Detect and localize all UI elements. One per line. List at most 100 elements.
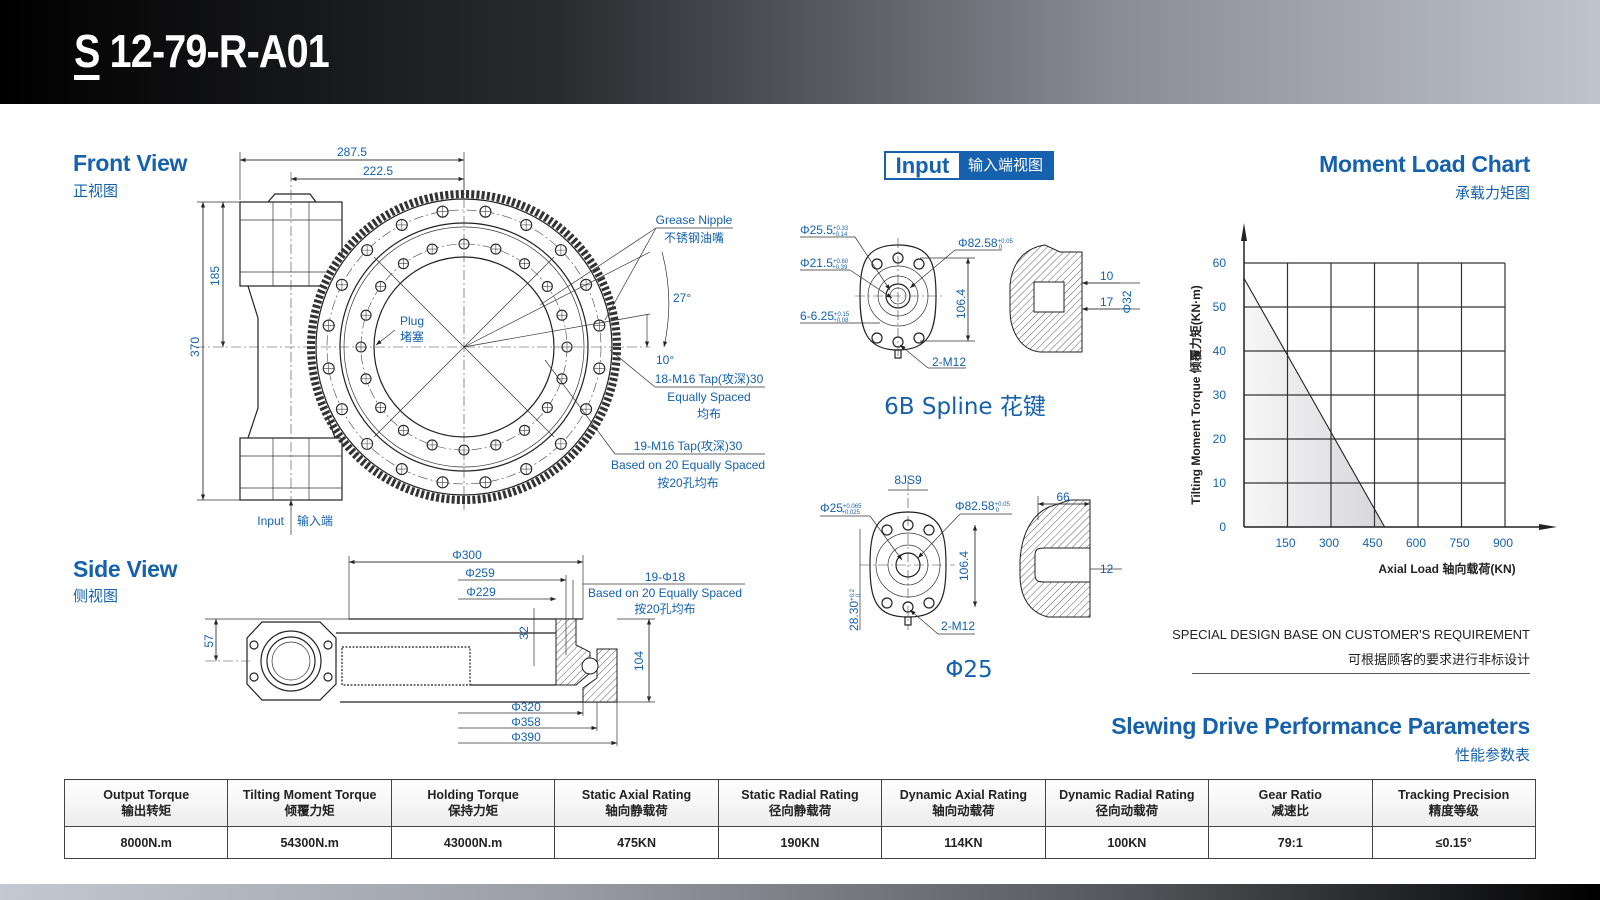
chart-x-tick: 900 [1493, 536, 1513, 550]
outer-bolt-hole-cross [361, 244, 373, 256]
inner-bolt-hole-cross [519, 258, 530, 269]
chart-y-tick: 0 [1219, 520, 1226, 534]
inner-bolt-hole-cross [556, 310, 567, 321]
outer-bolt-hole-cross [323, 362, 335, 374]
header-zh: 径向静载荷 [768, 804, 832, 818]
shaft-d25: Φ25+0.065+0.025 [820, 501, 862, 516]
outer-bolt-hole-cross [580, 403, 592, 415]
outer-bolt-hole-cross [336, 403, 348, 415]
x-axis-arrow-icon [1539, 524, 1557, 530]
side-view-title: Side View [73, 556, 178, 582]
moment-chart-subtitle: 承载力矩图 [1454, 185, 1530, 202]
table-cell-value: 475KN [554, 826, 719, 859]
y-axis-arrow-icon [1241, 223, 1247, 241]
plug-label: Plug [400, 314, 424, 328]
dim-d390: Φ390 [511, 730, 541, 744]
shaft-key: 8JS9 [894, 473, 922, 487]
grease-nipple-label: Grease Nipple [656, 213, 733, 227]
header-zh: 精度等级 [1428, 804, 1479, 818]
spline-d21-5: Φ21.5+0.60+0.39 [800, 256, 849, 271]
dim-57: 57 [202, 634, 216, 648]
header-en: Dynamic Axial Rating [899, 788, 1028, 802]
chart-y-tick: 30 [1213, 388, 1227, 402]
outer-bolt-hole-cross [555, 438, 567, 450]
special-design-note: SPECIAL DESIGN BASE ON CUSTOMER'S REQUIR… [1172, 627, 1530, 642]
chart-x-tick: 750 [1449, 536, 1469, 550]
chart-y-tick: 20 [1213, 432, 1227, 446]
front-view-drawing: 287.5 222.5 370 185 Grease Nipple 不锈钢油嘴 … [188, 145, 765, 535]
inner-bolt-hole-cross [427, 244, 438, 255]
outer-bolt-hole-cross [396, 219, 408, 231]
chart-y-tick: 60 [1213, 256, 1227, 270]
header-zh: 减速比 [1271, 804, 1310, 818]
inner-bolt-hole-cross [427, 439, 438, 450]
outer-bolt-hole-cross [361, 438, 373, 450]
input-label: Input [257, 514, 284, 528]
header-en: Tilting Moment Torque [242, 788, 377, 802]
dim-32: 32 [517, 626, 531, 640]
chart-y-tick: 40 [1213, 344, 1227, 358]
front-labels: Grease Nipple 不锈钢油嘴 27° 10° Plug 堵塞 18-M… [257, 213, 765, 535]
table-cell-value: 79:1 [1208, 826, 1373, 859]
tap18-label-zh: 均布 [697, 407, 721, 421]
outer-bolt-hole-cross [593, 362, 605, 374]
input-label-zh: 输入端 [297, 513, 333, 528]
special-design-note-zh: 可根据顾客的要求进行非标设计 [1347, 652, 1530, 667]
spline-s10: 10 [1100, 269, 1114, 283]
table-cell-value: 43000N.m [390, 826, 556, 859]
divider [1192, 673, 1530, 674]
header-en: Static Axial Rating [581, 788, 692, 802]
holes-label-zh: 按20孔均布 [634, 602, 695, 616]
dim-287-5: 287.5 [337, 145, 367, 159]
spline-m12: 2-M12 [932, 355, 966, 369]
shaft-w66: 66 [1056, 490, 1070, 504]
table-header-cell: Tilting Moment Torque 倾覆力矩 [227, 779, 392, 827]
outer-bolt-hole-cross [336, 279, 348, 291]
inner-bolt-hole-cross [542, 281, 553, 292]
input-badge-en: Input [895, 153, 950, 178]
front-view-title: Front View [73, 150, 188, 176]
outer-bolt-hole-cross [479, 476, 491, 488]
inner-bolt-hole-cross [361, 310, 372, 321]
spline-input-drawing: Φ25.5+0.33+0.14 Φ21.5+0.60+0.39 6-6.25+0… [800, 223, 1140, 369]
dim-d229: Φ229 [466, 585, 496, 599]
model-number: 12-79-R-A01 [99, 25, 330, 77]
table-cell-value: 8000N.m [63, 826, 229, 859]
tap19-label-zh: 按20孔均布 [657, 476, 718, 490]
table-cell-value: 54300N.m [227, 826, 392, 859]
dim-185: 185 [208, 266, 222, 286]
header-zh: 径向动载荷 [1095, 804, 1159, 818]
dim-d320: Φ320 [511, 700, 541, 714]
inner-bolt-hole-cross [375, 402, 386, 413]
front-dimensions: 287.5 222.5 370 185 [188, 145, 670, 501]
angle-10-label: 10° [656, 353, 674, 367]
inner-bolt-hole-cross [398, 258, 409, 269]
plug-label-zh: 堵塞 [400, 329, 424, 344]
outer-bolt-hole-cross [437, 206, 449, 218]
outer-bolt-hole-cross [396, 463, 408, 475]
inner-bolt-hole-cross [375, 281, 386, 292]
table-cell-value: 114KN [881, 826, 1046, 859]
spline-d32: Φ32 [1120, 290, 1134, 313]
header-zh: 保持力矩 [448, 804, 499, 818]
model-title: S 12-79-R-A01 [74, 24, 330, 78]
tap19-spaced-label: Based on 20 Equally Spaced [611, 458, 765, 472]
header-zh: 倾覆力矩 [284, 804, 335, 818]
chart-y-label: Tilting Moment Torque 倾覆力矩(KN·m) [1188, 285, 1203, 505]
chart-x-label: Axial Load 轴向载荷(KN) [1378, 561, 1515, 576]
header-en: Output Torque [103, 788, 190, 802]
spline-h106: 106.4 [954, 289, 968, 319]
centerlines [195, 172, 651, 510]
holes-spaced-label: Based on 20 Equally Spaced [588, 586, 742, 600]
